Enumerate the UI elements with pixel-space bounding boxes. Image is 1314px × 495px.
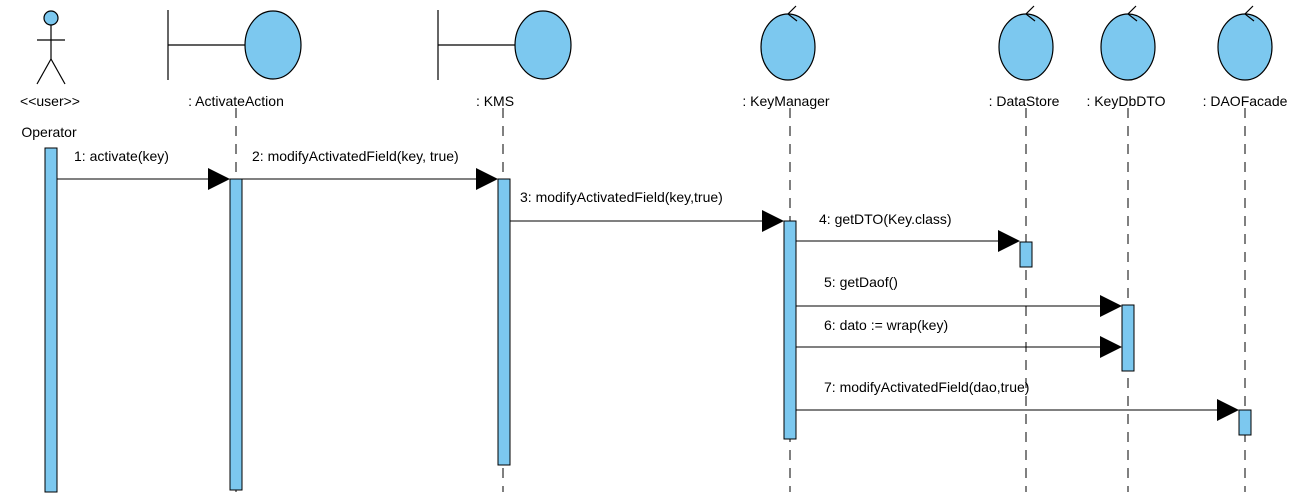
boundary-icon [244, 10, 302, 80]
control-arrow [1025, 5, 1036, 22]
message-4: 4: getDTO(Key.class) [796, 211, 1020, 252]
message-arrowhead [1100, 295, 1122, 317]
participant-operator-stereotype: <<user>> [20, 93, 80, 109]
message-1-label: 1: activate(key) [74, 148, 169, 164]
participant-dao-facade-name: : DAOFacade [1203, 93, 1288, 109]
message-7-label: 7: modifyActivatedField(dao,true) [824, 379, 1029, 395]
participant-key-manager-name: : KeyManager [742, 93, 829, 109]
activation-dao-facade [1238, 409, 1252, 436]
participant-activate-action-name: : ActivateAction [188, 93, 284, 109]
message-2-label: 2: modifyActivatedField(key, true) [252, 148, 459, 164]
message-arrowhead [1217, 399, 1239, 421]
participant-key-db-dto [1100, 5, 1156, 81]
activation-data-store [1019, 241, 1033, 268]
message-3-label: 3: modifyActivatedField(key,true) [520, 189, 723, 205]
participant-operator [36, 10, 66, 85]
activation-activate-action [229, 178, 243, 491]
control-arrow [1244, 5, 1255, 22]
boundary-icon [514, 10, 572, 80]
message-arrowhead [762, 210, 784, 232]
lifelines [235, 108, 1246, 492]
activations [44, 147, 1252, 493]
control-icon [1217, 13, 1273, 81]
control-arrow [1127, 5, 1138, 22]
message-arrowhead [1100, 336, 1122, 358]
participant-key-db-dto-name: : KeyDbDTO [1086, 93, 1165, 109]
message-1: 1: activate(key) [57, 148, 230, 190]
participant-key-manager [760, 5, 816, 81]
message-5: 5: getDaof() [796, 274, 1122, 317]
activation-operator [44, 147, 58, 493]
participant-data-store-name: : DataStore [989, 93, 1060, 109]
participant-operator-name: Operator [21, 124, 77, 140]
message-arrowhead [208, 168, 230, 190]
message-3: 3: modifyActivatedField(key,true) [510, 189, 784, 232]
message-7: 7: modifyActivatedField(dao,true) [796, 379, 1239, 421]
control-icon [760, 13, 816, 81]
actor-left-leg [36, 58, 52, 85]
actor-head [43, 10, 59, 26]
participant-kms [437, 10, 572, 80]
message-arrowhead [998, 230, 1020, 252]
participant-activate-action [167, 10, 302, 80]
activation-kms [497, 178, 511, 466]
participant-kms-name: : KMS [476, 93, 514, 109]
message-5-label: 5: getDaof() [824, 274, 898, 290]
message-2: 2: modifyActivatedField(key, true) [242, 148, 498, 190]
actor-right-leg [50, 58, 66, 85]
message-arrowhead [476, 168, 498, 190]
message-6-label: 6: dato := wrap(key) [824, 317, 948, 333]
participant-dao-facade [1217, 5, 1273, 81]
activation-key-db-dto [1121, 304, 1135, 372]
message-6: 6: dato := wrap(key) [796, 317, 1122, 358]
control-arrow [787, 5, 798, 22]
participant-data-store [998, 5, 1054, 81]
activation-key-manager [783, 220, 797, 440]
message-4-label: 4: getDTO(Key.class) [819, 211, 952, 227]
control-icon [998, 13, 1054, 81]
control-icon [1100, 13, 1156, 81]
